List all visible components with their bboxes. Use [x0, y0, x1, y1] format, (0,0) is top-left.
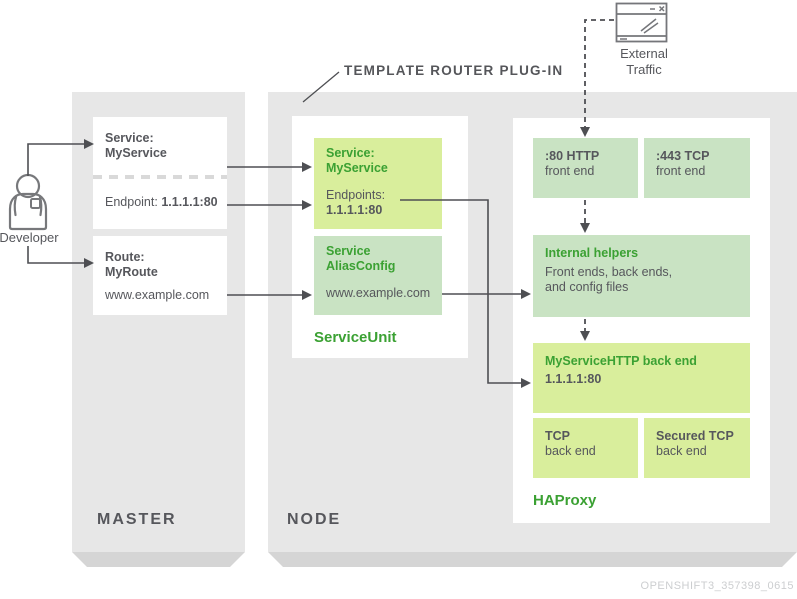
myservice-backend-value: 1.1.1.1:80 — [545, 372, 602, 386]
su-service-line1: Service: — [326, 146, 375, 160]
node-zone-label: NODE — [287, 511, 342, 528]
master-zone-label: MASTER — [97, 511, 177, 528]
tcp-front-end-line1: :443 TCP — [656, 149, 710, 163]
internal-helpers-title: Internal helpers — [545, 246, 639, 260]
su-service-line2: MyService — [326, 161, 388, 175]
template-router-plugin-label: TEMPLATE ROUTER PLUG-IN — [344, 63, 564, 78]
master-endpoint-line: Endpoint: 1.1.1.1:80 — [105, 195, 218, 209]
haproxy-label: HAProxy — [533, 492, 597, 509]
service-endpoint-divider — [93, 175, 227, 179]
browser-window-icon — [615, 2, 668, 43]
internal-helpers-desc1: Front ends, back ends, — [545, 265, 673, 279]
http-front-end-line2: front end — [545, 164, 595, 178]
watermark: OPENSHIFT3_357398_0615 — [640, 580, 794, 592]
master-route-box: Route: MyRoute www.example.com — [93, 236, 227, 315]
serviceunit-box: Service: MyService Endpoints: 1.1.1.1:80… — [292, 116, 468, 358]
tcp-front-end-line2: front end — [656, 164, 706, 178]
internal-helpers-box: Internal helpers Front ends, back ends, … — [533, 235, 750, 317]
master-service-box: Service: MyService Endpoint: 1.1.1.1:80 — [93, 117, 227, 229]
tcp-backend-box: TCP back end — [533, 418, 638, 478]
secured-tcp-backend-box: Secured TCP back end — [644, 418, 750, 478]
myservice-backend-title: MyServiceHTTP back end — [545, 354, 697, 368]
su-alias-line1: Service — [326, 244, 371, 258]
su-endpoints-label: Endpoints: — [326, 188, 386, 202]
master-route-line2: MyRoute — [105, 265, 158, 279]
serviceunit-service-box: Service: MyService Endpoints: 1.1.1.1:80 — [314, 138, 442, 229]
su-alias-line2: AliasConfig — [326, 259, 396, 273]
node-zone-edge — [268, 552, 797, 567]
su-endpoints-value: 1.1.1.1:80 — [326, 203, 383, 217]
su-alias-url: www.example.com — [326, 286, 431, 300]
tcp-front-end-box: :443 TCP front end — [644, 138, 750, 198]
serviceunit-label: ServiceUnit — [314, 329, 397, 346]
myservice-backend-box: MyServiceHTTP back end 1.1.1.1:80 — [533, 343, 750, 413]
secured-tcp-backend-line2: back end — [656, 444, 707, 458]
http-front-end-line1: :80 HTTP — [545, 149, 600, 163]
internal-helpers-desc2: and config files — [545, 280, 629, 294]
master-service-line1: Service: — [105, 131, 154, 145]
master-route-url: www.example.com — [105, 288, 210, 302]
external-traffic-label: External Traffic — [620, 46, 668, 77]
tcp-backend-line2: back end — [545, 444, 596, 458]
master-route-line1: Route: — [105, 250, 145, 264]
master-service-line2: MyService — [105, 146, 167, 160]
secured-tcp-backend-line1: Secured TCP — [656, 429, 734, 443]
master-zone-edge — [72, 552, 245, 567]
tcp-backend-line1: TCP — [545, 429, 570, 443]
serviceunit-alias-box: Service AliasConfig www.example.com — [314, 236, 442, 315]
developer-label: Developer — [0, 230, 59, 245]
haproxy-box: :80 HTTP front end :443 TCP front end In… — [513, 118, 770, 523]
http-front-end-box: :80 HTTP front end — [533, 138, 638, 198]
developer-person-icon — [8, 173, 48, 231]
